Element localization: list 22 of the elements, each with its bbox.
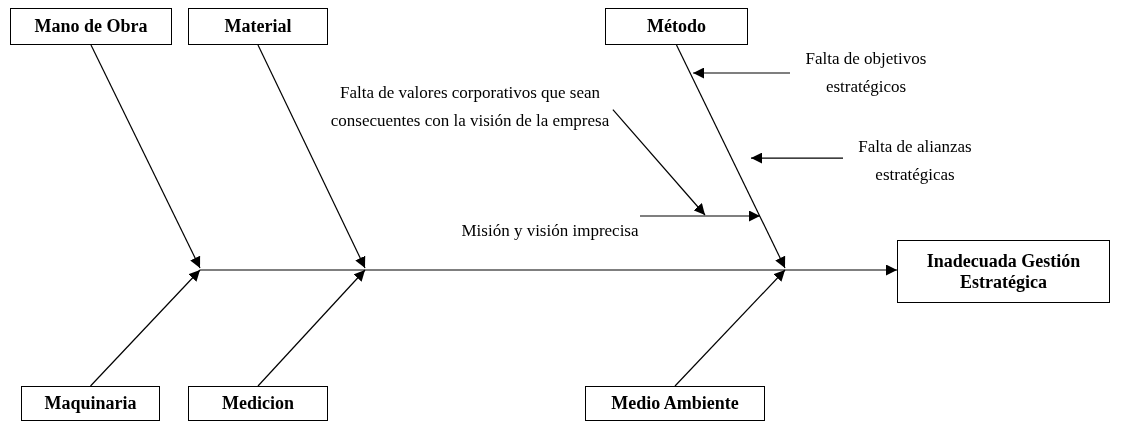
arrow xyxy=(692,67,791,79)
arrow xyxy=(90,44,201,269)
arrow xyxy=(89,269,201,387)
cause-text: Falta de valores corporativos que sean consecuentes con la visión de la empresa xyxy=(318,64,622,150)
arrow xyxy=(750,152,844,164)
cause-text: Falta de objetivos estratégicos xyxy=(790,44,942,102)
arrow xyxy=(257,44,366,269)
arrow xyxy=(675,44,786,269)
effect-box: Inadecuada Gestión Estratégica xyxy=(897,240,1110,303)
category-box: Medicion xyxy=(188,386,328,421)
category-box: Mano de Obra xyxy=(10,8,172,45)
arrow xyxy=(612,109,706,216)
cause-text: Falta de alianzas estratégicas xyxy=(825,132,1005,190)
spine-arrow xyxy=(199,264,898,276)
category-box: Método xyxy=(605,8,748,45)
arrow xyxy=(257,269,366,387)
category-box: Material xyxy=(188,8,328,45)
category-box: Maquinaria xyxy=(21,386,160,421)
cause-text: Misión y visión imprecisa xyxy=(460,202,640,260)
arrow xyxy=(639,210,761,222)
arrow xyxy=(674,269,786,387)
category-box: Medio Ambiente xyxy=(585,386,765,421)
